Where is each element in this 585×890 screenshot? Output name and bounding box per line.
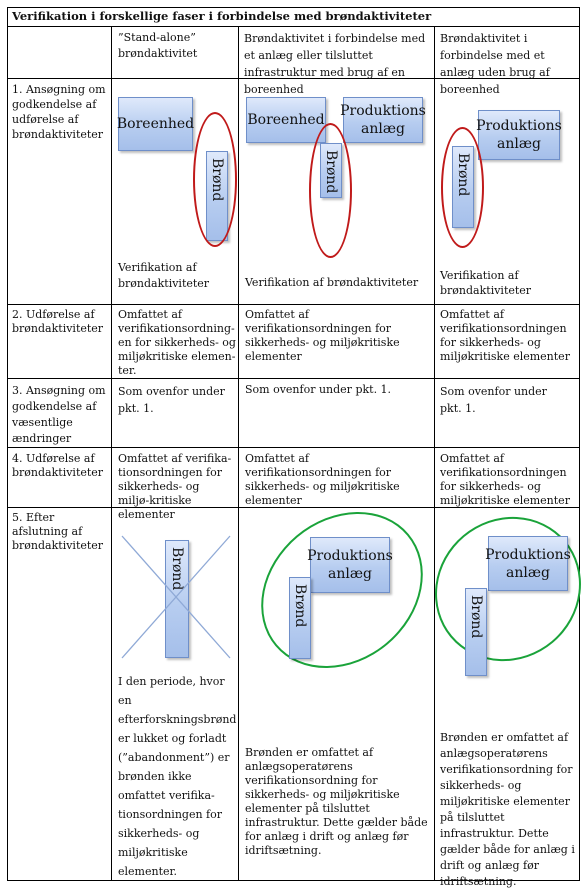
boreenhed-box: Boreenhed <box>117 97 194 151</box>
row5-col3: Brønden er omfattet af anlægsoperatørens… <box>440 731 575 888</box>
table-border-left <box>7 7 8 881</box>
column-header-without-boreenhed: Brøndaktivitet i forbindelse med et anlæ… <box>440 32 550 96</box>
row4-col1: Omfattet af verifika-tionsordningen for … <box>118 452 232 521</box>
table-border-bottom <box>7 880 580 881</box>
row3-label: 3. Ansøgning om godkendelse af væsentlig… <box>12 384 106 445</box>
row2-label: 2. Udførelse af brøndaktiviteter <box>12 308 104 335</box>
col-divider-1 <box>111 26 112 881</box>
brond-highlight-ellipse <box>193 112 237 247</box>
column-header-stand-alone: ”Stand-alone” brøndaktivitet <box>118 31 198 60</box>
table-border-top <box>7 7 580 8</box>
row1-top-line <box>7 78 580 79</box>
row1-col2-caption: Verifikation af brøndaktiviteter <box>245 276 419 289</box>
row4-col2: Omfattet af verifikationsordningen for s… <box>245 452 400 507</box>
brond-box: Brønd <box>465 588 487 676</box>
row1-label: 1. Ansøgning om godkendelse af udførelse… <box>12 83 106 141</box>
col-divider-2 <box>238 26 239 881</box>
brond-highlight-ellipse <box>309 123 352 258</box>
col-divider-3 <box>434 26 435 881</box>
row4-col3: Omfattet af verifikationsordningen for s… <box>440 452 570 507</box>
column-header-with-boreenhed: Brøndaktivitet i forbindelse med et anlæ… <box>244 32 426 96</box>
row5-top-line <box>7 507 580 508</box>
row1-col3-caption: Verifikation af brøndaktiviteter <box>440 269 532 297</box>
boreenhed-box: Boreenhed <box>246 97 326 143</box>
table-title: Verifikation i forskellige faser i forbi… <box>12 9 432 23</box>
row3-col1: Som ovenfor under pkt. 1. <box>118 385 225 415</box>
row5-col2: Brønden er omfattet af anlægsoperatørens… <box>245 746 428 857</box>
produktionsanlaeg-box: Produktions anlæg <box>340 97 426 143</box>
row4-label: 4. Udførelse af brøndaktiviteter <box>12 452 104 479</box>
row1-col1-caption: Verifikation af brøndaktiviteter <box>118 261 210 290</box>
row2-col1: Omfattet af verifikationsordning-en for … <box>118 308 236 377</box>
brond-highlight-ellipse <box>441 127 484 248</box>
brond-box: Brønd <box>289 577 311 659</box>
produktionsanlaeg-box: Produktions anlæg <box>476 110 562 160</box>
table-title-divider <box>7 26 580 27</box>
cross-out-mark <box>121 535 231 659</box>
row4-top-line <box>7 447 580 448</box>
row5-col1: I den periode, hvor en efterforskningsbr… <box>118 675 237 878</box>
row2-col2: Omfattet af verifikationsordningen for s… <box>245 308 400 363</box>
row3-col3: Som ovenfor under pkt. 1. <box>440 385 547 415</box>
row2-col3: Omfattet af verifikationsordningen for s… <box>440 308 570 363</box>
produktionsanlaeg-box: Produktions anlæg <box>485 536 571 591</box>
row2-top-line <box>7 304 580 305</box>
row3-col2: Som ovenfor under pkt. 1. <box>245 383 392 396</box>
row3-top-line <box>7 378 580 379</box>
produktionsanlaeg-box: Produktions anlæg <box>307 537 393 593</box>
table-border-right <box>579 7 580 881</box>
row5-label: 5. Efter afslutning af brøndaktiviteter <box>12 511 104 552</box>
